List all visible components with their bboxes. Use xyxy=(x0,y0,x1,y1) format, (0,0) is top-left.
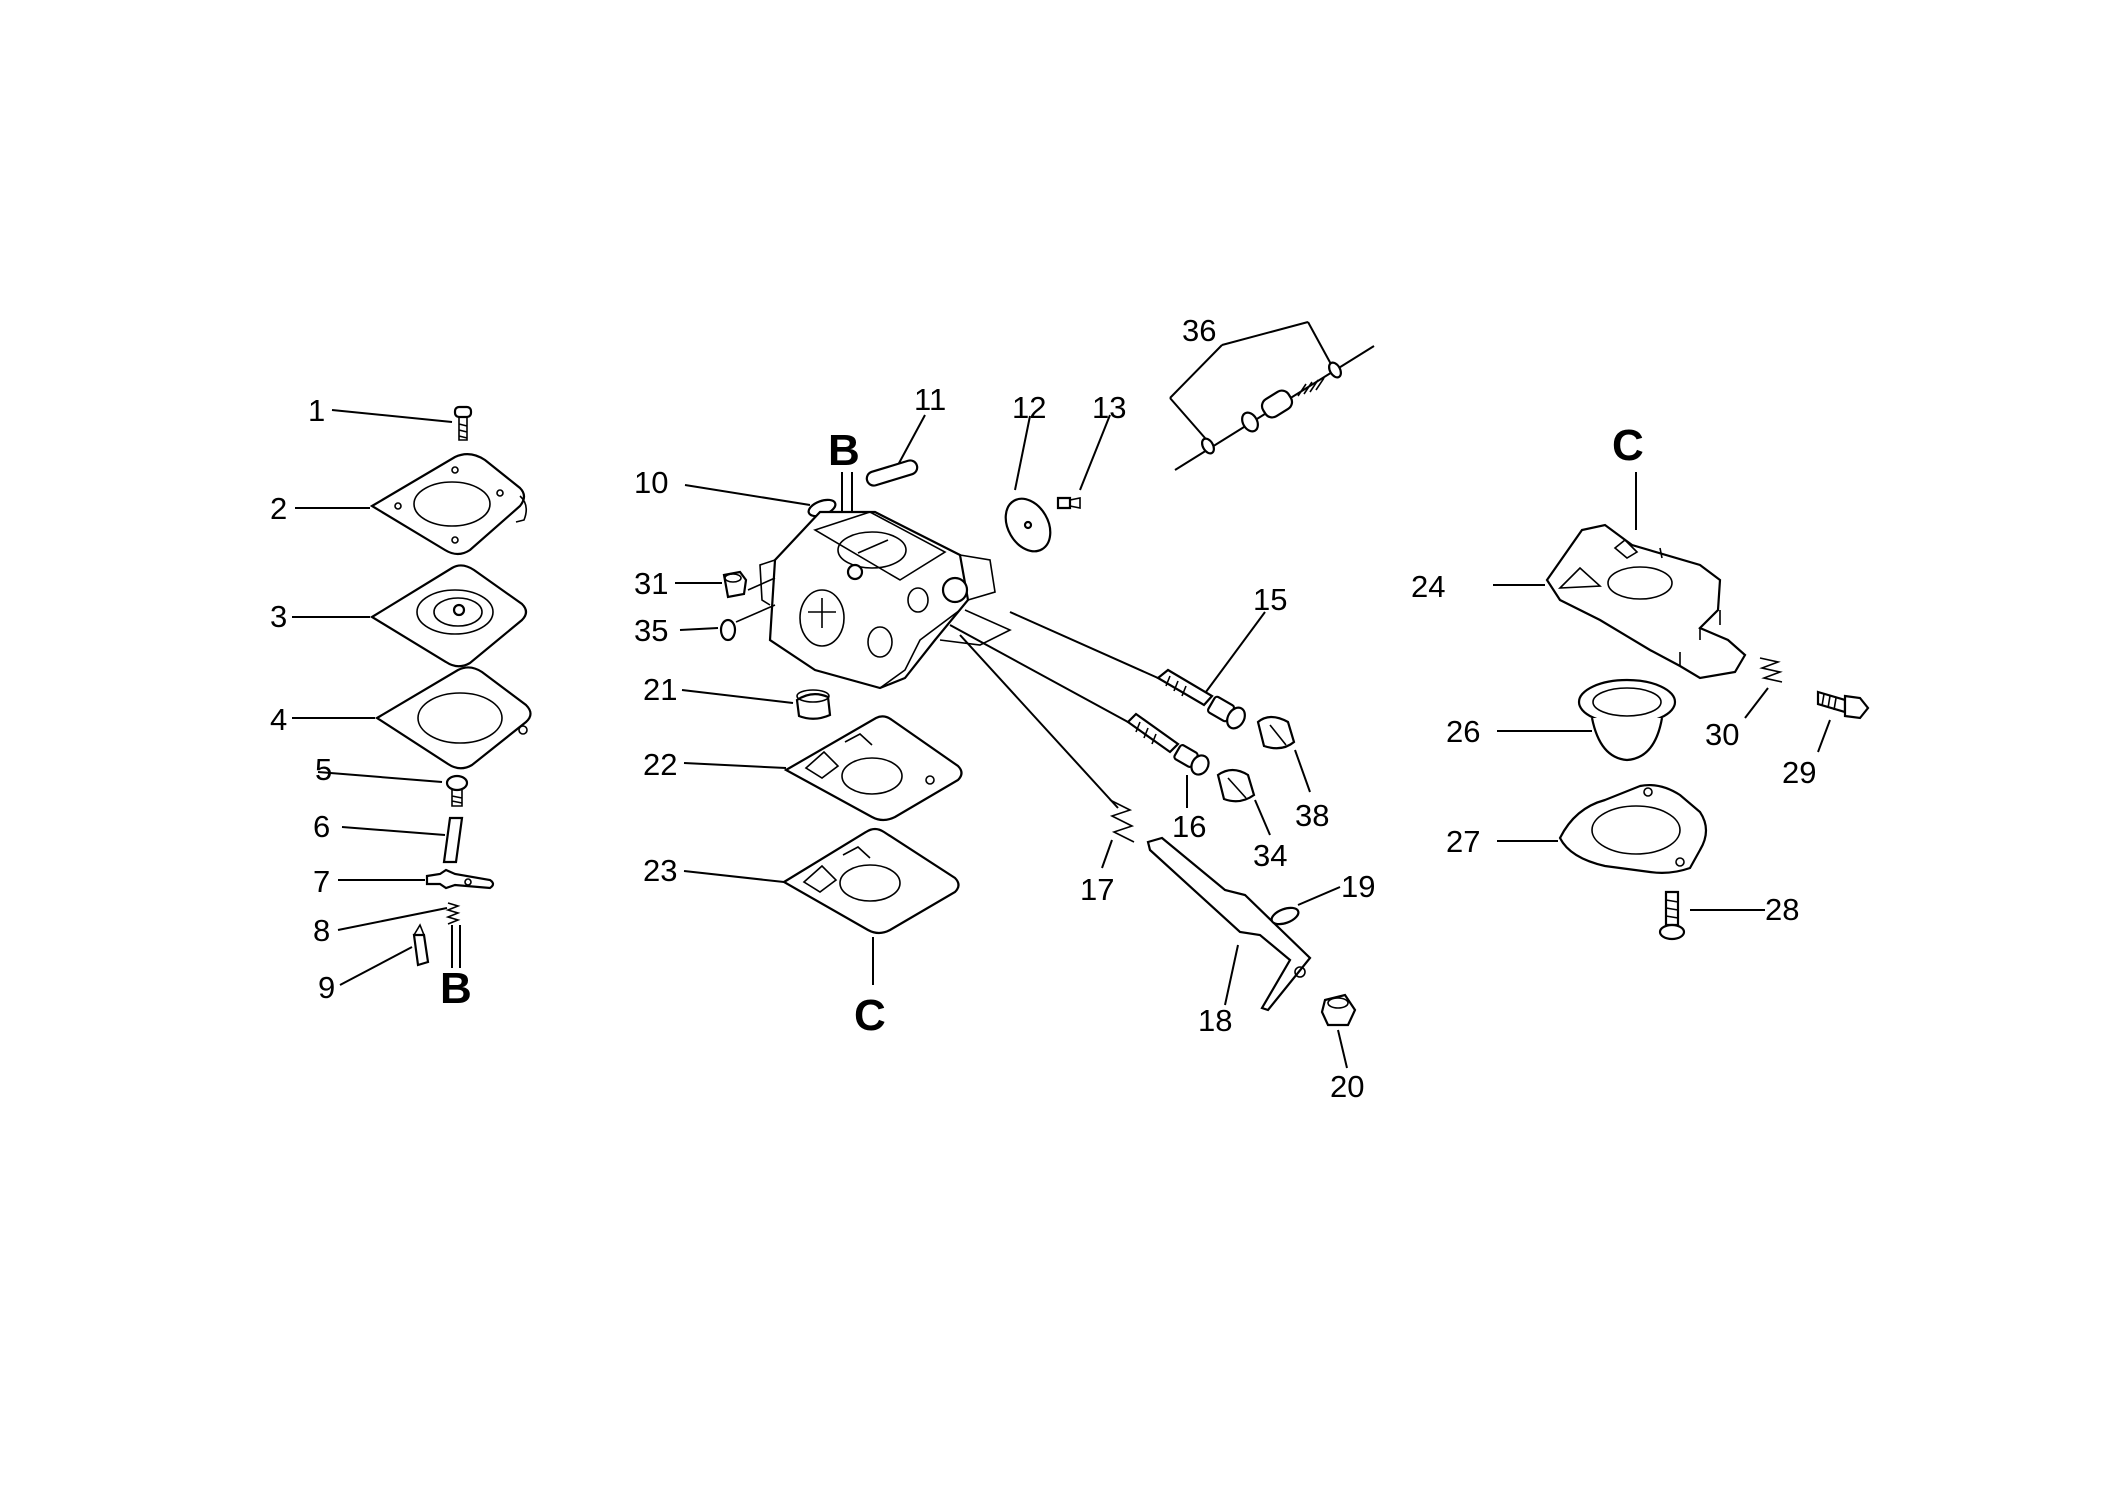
ref-b-left: B xyxy=(440,964,472,1013)
callout-10: 10 xyxy=(634,465,668,500)
callout-17: 17 xyxy=(1080,872,1114,907)
part-35-oring xyxy=(679,604,776,642)
part-27-retainer xyxy=(1497,783,1708,874)
callout-22: 22 xyxy=(643,747,677,782)
part-30-spring xyxy=(1744,657,1783,719)
callout-21: 21 xyxy=(643,672,677,707)
part-3-diaphragm xyxy=(292,564,528,668)
part-12-disc xyxy=(1004,415,1052,553)
callout-4: 4 xyxy=(270,702,287,737)
callout-7: 7 xyxy=(313,864,330,899)
callout-2: 2 xyxy=(270,491,287,526)
part-5-screw xyxy=(317,771,469,807)
callout-1: 1 xyxy=(308,393,325,428)
callout-16: 16 xyxy=(1172,809,1206,844)
part-31-plug xyxy=(675,570,776,599)
callout-23: 23 xyxy=(643,853,677,888)
callout-38: 38 xyxy=(1295,798,1329,833)
part-15-needle xyxy=(1009,611,1266,730)
part-13-screw xyxy=(1056,414,1111,510)
callout-12: 12 xyxy=(1012,390,1046,425)
callout-35: 35 xyxy=(634,613,668,648)
callout-5: 5 xyxy=(315,752,332,787)
part-9-needle xyxy=(339,923,430,986)
part-28-screw xyxy=(1658,890,1765,941)
ref-b-left-leader xyxy=(451,925,461,968)
part-2-pump-cover xyxy=(295,453,528,556)
part-7-lever xyxy=(338,868,495,890)
part-10-circlip xyxy=(684,484,837,518)
part-38-cap xyxy=(1256,715,1311,793)
callout-26: 26 xyxy=(1446,714,1480,749)
callout-11: 11 xyxy=(914,382,946,417)
part-19-circlip xyxy=(1270,886,1341,926)
callout-18: 18 xyxy=(1198,1003,1232,1038)
callout-30: 30 xyxy=(1705,717,1739,752)
part-16-needle xyxy=(949,624,1210,808)
part-21-cap xyxy=(681,689,832,720)
carburetor-body xyxy=(759,510,1012,690)
callout-15: 15 xyxy=(1253,582,1287,617)
callout-24: 24 xyxy=(1411,569,1445,604)
callout-13: 13 xyxy=(1092,390,1126,425)
part-36-valve-assembly xyxy=(1169,321,1375,471)
part-22-gasket xyxy=(683,715,963,822)
callout-28: 28 xyxy=(1765,892,1799,927)
callout-9: 9 xyxy=(318,970,335,1005)
ref-c-right: C xyxy=(1612,421,1644,470)
part-34-cap xyxy=(1216,768,1271,836)
part-26-bulb xyxy=(1497,678,1677,762)
callout-29: 29 xyxy=(1782,755,1816,790)
part-4-gasket xyxy=(292,666,532,770)
part-11-clip xyxy=(865,414,926,487)
part-29-screw xyxy=(1816,690,1870,753)
callout-6: 6 xyxy=(313,809,330,844)
callout-31: 31 xyxy=(634,566,668,601)
ref-b-top: B xyxy=(828,426,860,475)
callout-27: 27 xyxy=(1446,824,1480,859)
callout-3: 3 xyxy=(270,599,287,634)
part-18-lever xyxy=(1146,836,1312,1012)
part-8-spring xyxy=(337,902,461,931)
ref-c-bottom: C xyxy=(854,991,886,1040)
part-17-spring xyxy=(959,634,1135,869)
part-20-nut xyxy=(1320,993,1357,1069)
part-24-pump-body xyxy=(1493,472,1747,680)
callout-34: 34 xyxy=(1253,838,1287,873)
callout-20: 20 xyxy=(1330,1069,1364,1104)
part-1-screw xyxy=(331,405,473,441)
part-6-pin xyxy=(341,816,464,864)
callout-19: 19 xyxy=(1341,869,1375,904)
callout-8: 8 xyxy=(313,913,330,948)
part-23-gasket xyxy=(683,827,960,985)
callout-36: 36 xyxy=(1182,313,1216,348)
